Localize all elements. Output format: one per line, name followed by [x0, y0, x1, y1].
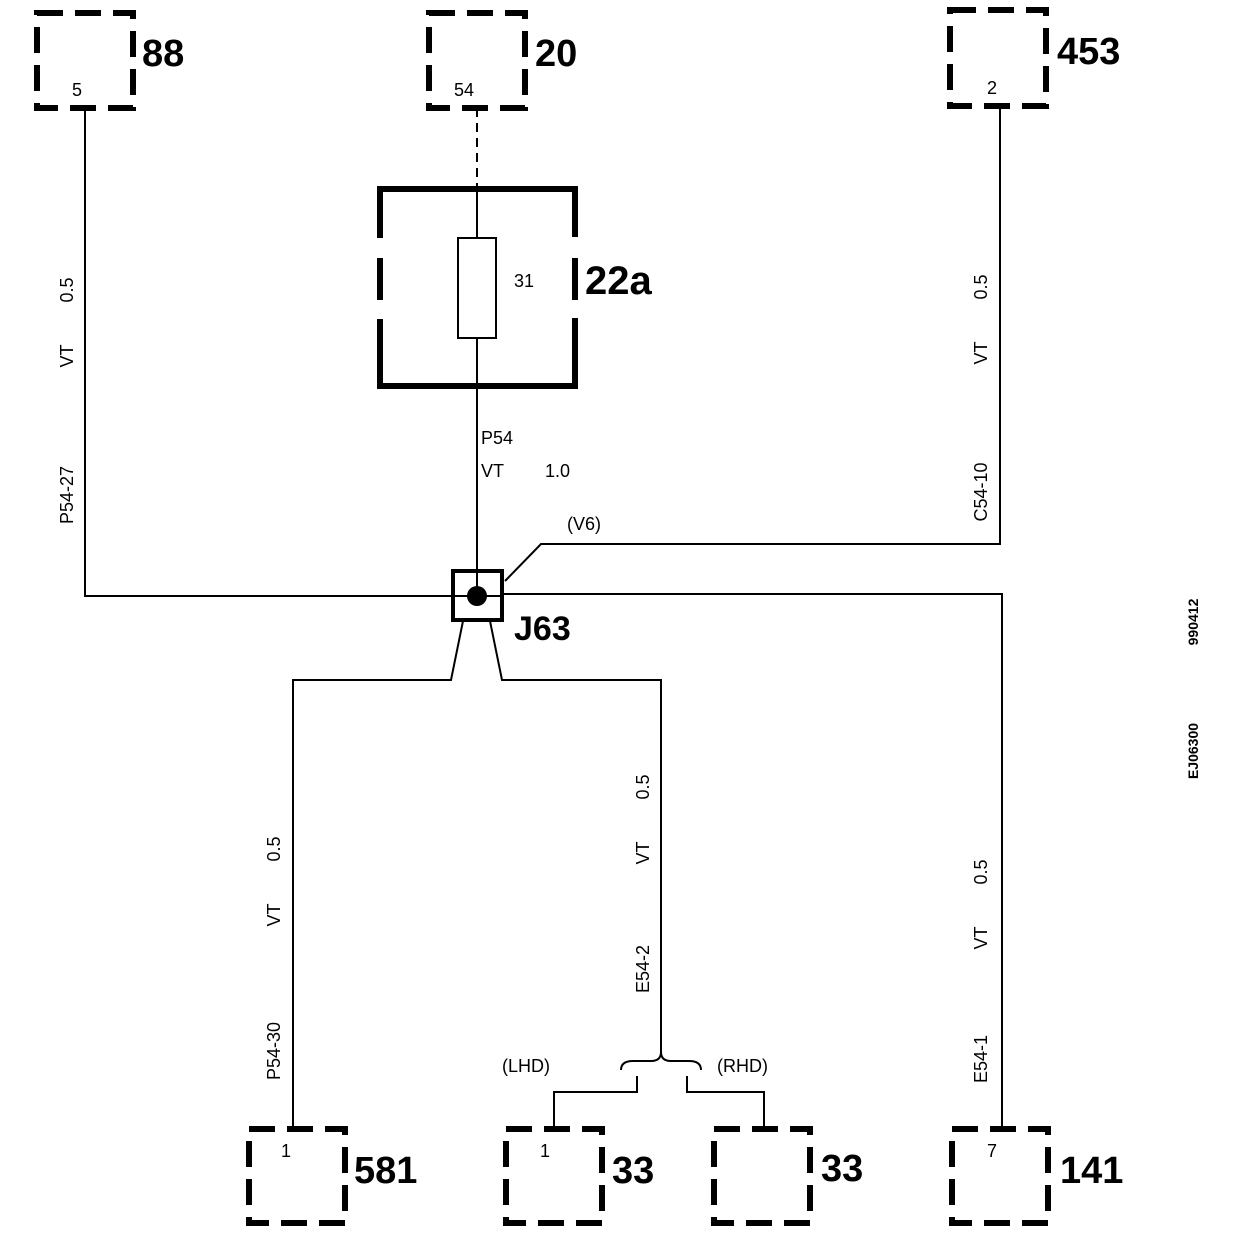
junction-j63 [451, 569, 504, 622]
wire-c54-10-code: C54-10 [971, 462, 991, 521]
connector-141-box [949, 1126, 1051, 1226]
connector-88-box [34, 10, 136, 111]
wire-p54-27-code: P54-27 [57, 466, 77, 524]
fuse-box-id: 22a [585, 259, 652, 303]
wire-c54-10 [504, 106, 1001, 582]
wire-lhd-branch [553, 1076, 638, 1129]
wire-p54-30-code: P54-30 [264, 1022, 284, 1080]
connector-33a-id: 33 [612, 1150, 654, 1192]
lhd-rhd-brace [620, 1051, 702, 1071]
fuse-element [457, 237, 497, 339]
connector-20-box [426, 10, 528, 111]
lhd-label: (LHD) [502, 1056, 550, 1076]
connector-453-id: 453 [1057, 31, 1120, 73]
wire-p54-color: VT [481, 461, 504, 481]
wire-e54-1 [503, 593, 1003, 1129]
connector-33a-pin: 1 [540, 1141, 550, 1161]
ref-date: 990412 [1185, 598, 1201, 645]
wire-p54-27-size: 0.5 [57, 277, 77, 302]
wire-e54-2-code: E54-2 [633, 945, 653, 993]
wire-p54-30-size: 0.5 [264, 836, 284, 861]
connector-88-id: 88 [142, 33, 184, 75]
connector-88-pin: 5 [72, 80, 82, 100]
wire-p54-30-color: VT [264, 903, 284, 926]
connector-581-id: 581 [354, 1150, 417, 1192]
wire-p54-size: 1.0 [545, 461, 570, 481]
wire-e54-1-size: 0.5 [971, 859, 991, 884]
wire-e54-2-color: VT [633, 841, 653, 864]
junction-id: J63 [514, 610, 571, 648]
variant-v6-label: (V6) [567, 514, 601, 534]
connector-33a-box [503, 1126, 605, 1226]
wire-p54-27-color: VT [57, 344, 77, 367]
wire-e54-2 [489, 620, 662, 1052]
wire-e54-1-color: VT [971, 926, 991, 949]
ref-drawing: EJ06300 [1185, 723, 1201, 779]
wire-e54-1-code: E54-1 [971, 1035, 991, 1083]
wire-p54-27 [84, 108, 453, 597]
wire-c54-10-size: 0.5 [971, 274, 991, 299]
connector-581-pin: 1 [281, 1141, 291, 1161]
wire-rhd-branch [686, 1076, 765, 1129]
fuse-box-22a [377, 186, 578, 389]
connector-581-box [246, 1126, 348, 1226]
wire-c54-10-color: VT [971, 341, 991, 364]
fuse-number: 31 [514, 271, 534, 291]
connector-33b-box [711, 1126, 813, 1226]
connector-453-box [947, 7, 1049, 109]
connector-33b-id: 33 [821, 1148, 863, 1190]
connector-453-pin: 2 [987, 78, 997, 98]
connector-20-id: 20 [535, 33, 577, 75]
wire-e54-2-size: 0.5 [633, 774, 653, 799]
connector-141-id: 141 [1060, 1150, 1123, 1192]
wire-p54-30 [292, 620, 464, 1129]
connector-141-pin: 7 [987, 1141, 997, 1161]
wire-p54-code: P54 [481, 428, 513, 448]
junction-dot [467, 586, 487, 606]
connector-20-pin: 54 [454, 80, 474, 100]
rhd-label: (RHD) [717, 1056, 768, 1076]
